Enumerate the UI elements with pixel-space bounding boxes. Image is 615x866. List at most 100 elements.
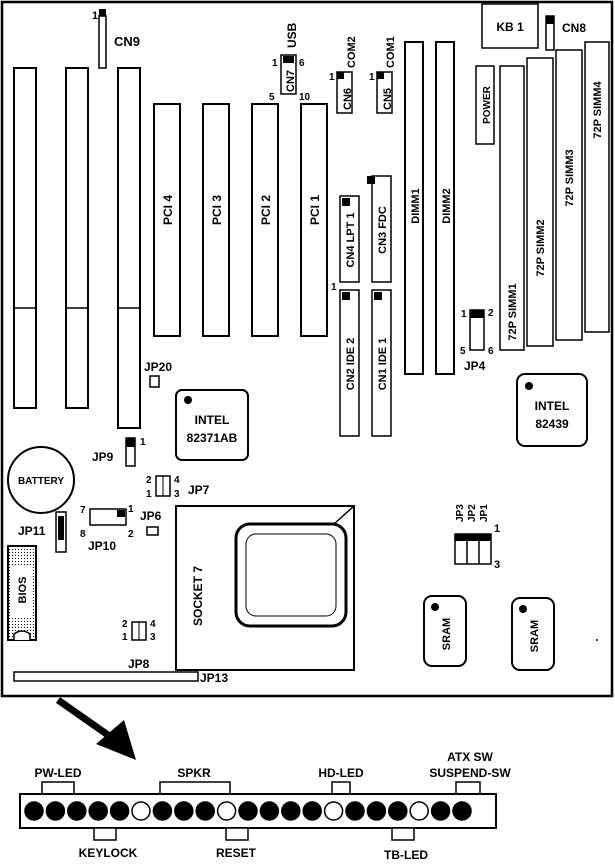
cn7-label: CN7 — [285, 70, 297, 92]
pci-slots: PCI 4 PCI 3 PCI 2 PCI 1 — [153, 103, 328, 337]
cn8-label: CN8 — [562, 21, 586, 35]
svg-text:1: 1 — [494, 523, 500, 535]
jp10-jumper: 7 1 8 2 JP10 — [80, 504, 134, 553]
svg-text:1: 1 — [331, 282, 337, 293]
cn3-fdc-connector: CN3 FDC — [367, 175, 392, 283]
simm4-label: 72P SIMM4 — [592, 80, 604, 138]
header-pin — [131, 801, 151, 821]
pci1-label: PCI 1 — [308, 195, 322, 225]
jp8-label: JP8 — [128, 657, 150, 671]
dimm2-label: DIMM2 — [441, 188, 453, 223]
atx-sw-label: ATX SW — [447, 750, 493, 764]
jp1-label: JP1 — [479, 504, 490, 522]
header-pin — [152, 801, 173, 821]
header-pin — [238, 801, 258, 821]
svg-text:4: 4 — [150, 619, 156, 630]
hd-led-label: HD-LED — [318, 766, 364, 780]
intel-82371ab-chip: INTEL 82371AB — [175, 389, 249, 461]
header-pin — [345, 801, 365, 821]
header-pin — [430, 801, 451, 821]
svg-text:2: 2 — [488, 308, 494, 319]
svg-text:1: 1 — [461, 309, 467, 320]
simm1-label: 72P SIMM1 — [507, 283, 519, 340]
cn5-label: CN5 — [382, 88, 394, 110]
svg-text:2: 2 — [122, 619, 128, 630]
com1-label: COM1 — [385, 36, 397, 68]
jp13-header — [13, 671, 199, 682]
header-pin — [45, 801, 66, 821]
svg-text:3: 3 — [174, 489, 180, 500]
jp9-jumper: JP9 1 — [92, 437, 146, 467]
tb-led-label: TB-LED — [384, 848, 428, 862]
svg-text:82439: 82439 — [535, 417, 569, 431]
com1-connector: COM1 1 CN5 — [369, 36, 397, 114]
svg-text:4: 4 — [174, 475, 180, 486]
spkr-label: SPKR — [177, 766, 211, 780]
power-connector: POWER — [475, 65, 495, 145]
svg-text:6: 6 — [299, 58, 305, 69]
jp10-label: JP10 — [88, 539, 116, 553]
keyboard-connector: KB 1 — [481, 3, 539, 49]
bios-label: BIOS — [17, 577, 29, 604]
jp4-jumper: 1 2 5 6 JP4 — [460, 308, 494, 373]
sram-chip-2: SRAM — [511, 597, 555, 671]
dimm1-label: DIMM1 — [410, 188, 422, 223]
header-pin — [195, 801, 215, 821]
jp6-jumper: JP6 — [140, 509, 162, 536]
svg-text:1: 1 — [329, 72, 335, 83]
intel-82439-chip: INTEL 82439 — [516, 373, 588, 447]
battery: BATTERY — [7, 446, 75, 514]
header-pin — [24, 801, 44, 821]
svg-text:5: 5 — [460, 346, 466, 357]
svg-text:7: 7 — [80, 505, 86, 516]
header-pin — [67, 801, 87, 821]
cn9-label: CN9 — [114, 34, 140, 49]
svg-text:1: 1 — [146, 489, 152, 500]
cn2-ide2-connector: CN2 IDE 2 — [339, 289, 360, 437]
header-pin — [259, 801, 280, 821]
svg-text:1: 1 — [128, 504, 134, 515]
cn8-connector: CN8 — [545, 15, 586, 51]
svg-text:8: 8 — [80, 529, 86, 540]
svg-text:3: 3 — [494, 559, 500, 571]
cn6-label: CN6 — [342, 88, 354, 110]
cn4-lpt-connector: CN4 LPT 1 1 — [331, 195, 360, 293]
isa-slots — [13, 67, 141, 429]
speck — [596, 639, 598, 641]
simm2-label: 72P SIMM2 — [535, 219, 547, 276]
svg-text:CN1 IDE 1: CN1 IDE 1 — [377, 338, 389, 391]
svg-text:CN3 FDC: CN3 FDC — [377, 206, 389, 254]
jp6-label: JP6 — [140, 509, 162, 523]
header-pin — [409, 801, 429, 821]
header-pins — [24, 801, 472, 821]
arrow-icon — [55, 697, 136, 760]
usb-connector: USB CN7 1 6 5 10 — [269, 22, 311, 103]
jp4-label: JP4 — [464, 359, 486, 373]
jp20-label: JP20 — [144, 360, 172, 374]
com2-label: COM2 — [346, 36, 358, 68]
cn1-ide1-connector: CN1 IDE 1 — [371, 289, 392, 437]
svg-text:2: 2 — [128, 529, 134, 540]
svg-text:2: 2 — [146, 475, 152, 486]
jp9-label: JP9 — [92, 450, 114, 464]
pci3-label: PCI 3 — [210, 195, 224, 225]
svg-text:CN4 LPT 1: CN4 LPT 1 — [345, 212, 357, 267]
jp1-jp2-jp3-jumpers: JP3 JP2 JP1 1 3 — [454, 504, 500, 571]
header-pin — [109, 801, 130, 821]
simm-slots: 72P SIMM1 72P SIMM2 72P SIMM3 72P SIMM4 — [499, 41, 610, 351]
power-label: POWER — [482, 85, 493, 124]
svg-text:3: 3 — [150, 632, 156, 643]
bios-chip: BIOS — [7, 545, 37, 641]
svg-text:1: 1 — [92, 10, 98, 22]
svg-text:6: 6 — [488, 346, 494, 357]
header-pin — [302, 801, 322, 821]
reset-label: RESET — [216, 846, 257, 860]
usb-label: USB — [285, 22, 299, 48]
jp8-jumper-pins: 2 4 1 3 — [122, 619, 156, 643]
svg-text:INTEL: INTEL — [195, 413, 230, 427]
jp3-label: JP3 — [455, 504, 466, 522]
jp2-label: JP2 — [467, 504, 478, 522]
kb1-label: KB 1 — [496, 20, 524, 34]
dimm-slots: DIMM1 DIMM2 — [404, 41, 455, 375]
sram-chip-1: SRAM — [423, 595, 467, 667]
